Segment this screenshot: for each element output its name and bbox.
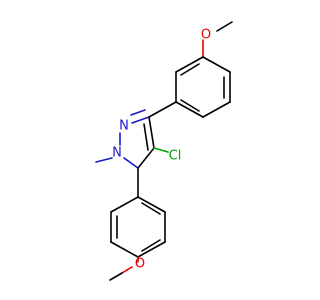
bottom-phenyl-ring xyxy=(110,196,166,258)
chemical-structure-diagram: O N N Cl O xyxy=(95,21,233,281)
structure-canvas: O N N Cl O xyxy=(95,21,233,281)
bond-n-methyl xyxy=(95,157,113,163)
atom-o-top: O xyxy=(201,28,211,43)
bond-c-cl xyxy=(153,147,169,153)
atom-n2: N xyxy=(119,119,129,134)
atom-cl: Cl xyxy=(169,149,182,164)
atom-o-bottom: O xyxy=(135,257,145,272)
bond-o-methyl-bottom xyxy=(121,266,133,274)
pyrazole-ring xyxy=(119,109,155,169)
atom-n1: N xyxy=(112,146,122,161)
top-phenyl-ring xyxy=(175,56,231,118)
bond-ring-c3 xyxy=(148,101,177,118)
bond-methyl-top xyxy=(216,21,233,32)
bond-methyl-bottom xyxy=(109,272,123,281)
